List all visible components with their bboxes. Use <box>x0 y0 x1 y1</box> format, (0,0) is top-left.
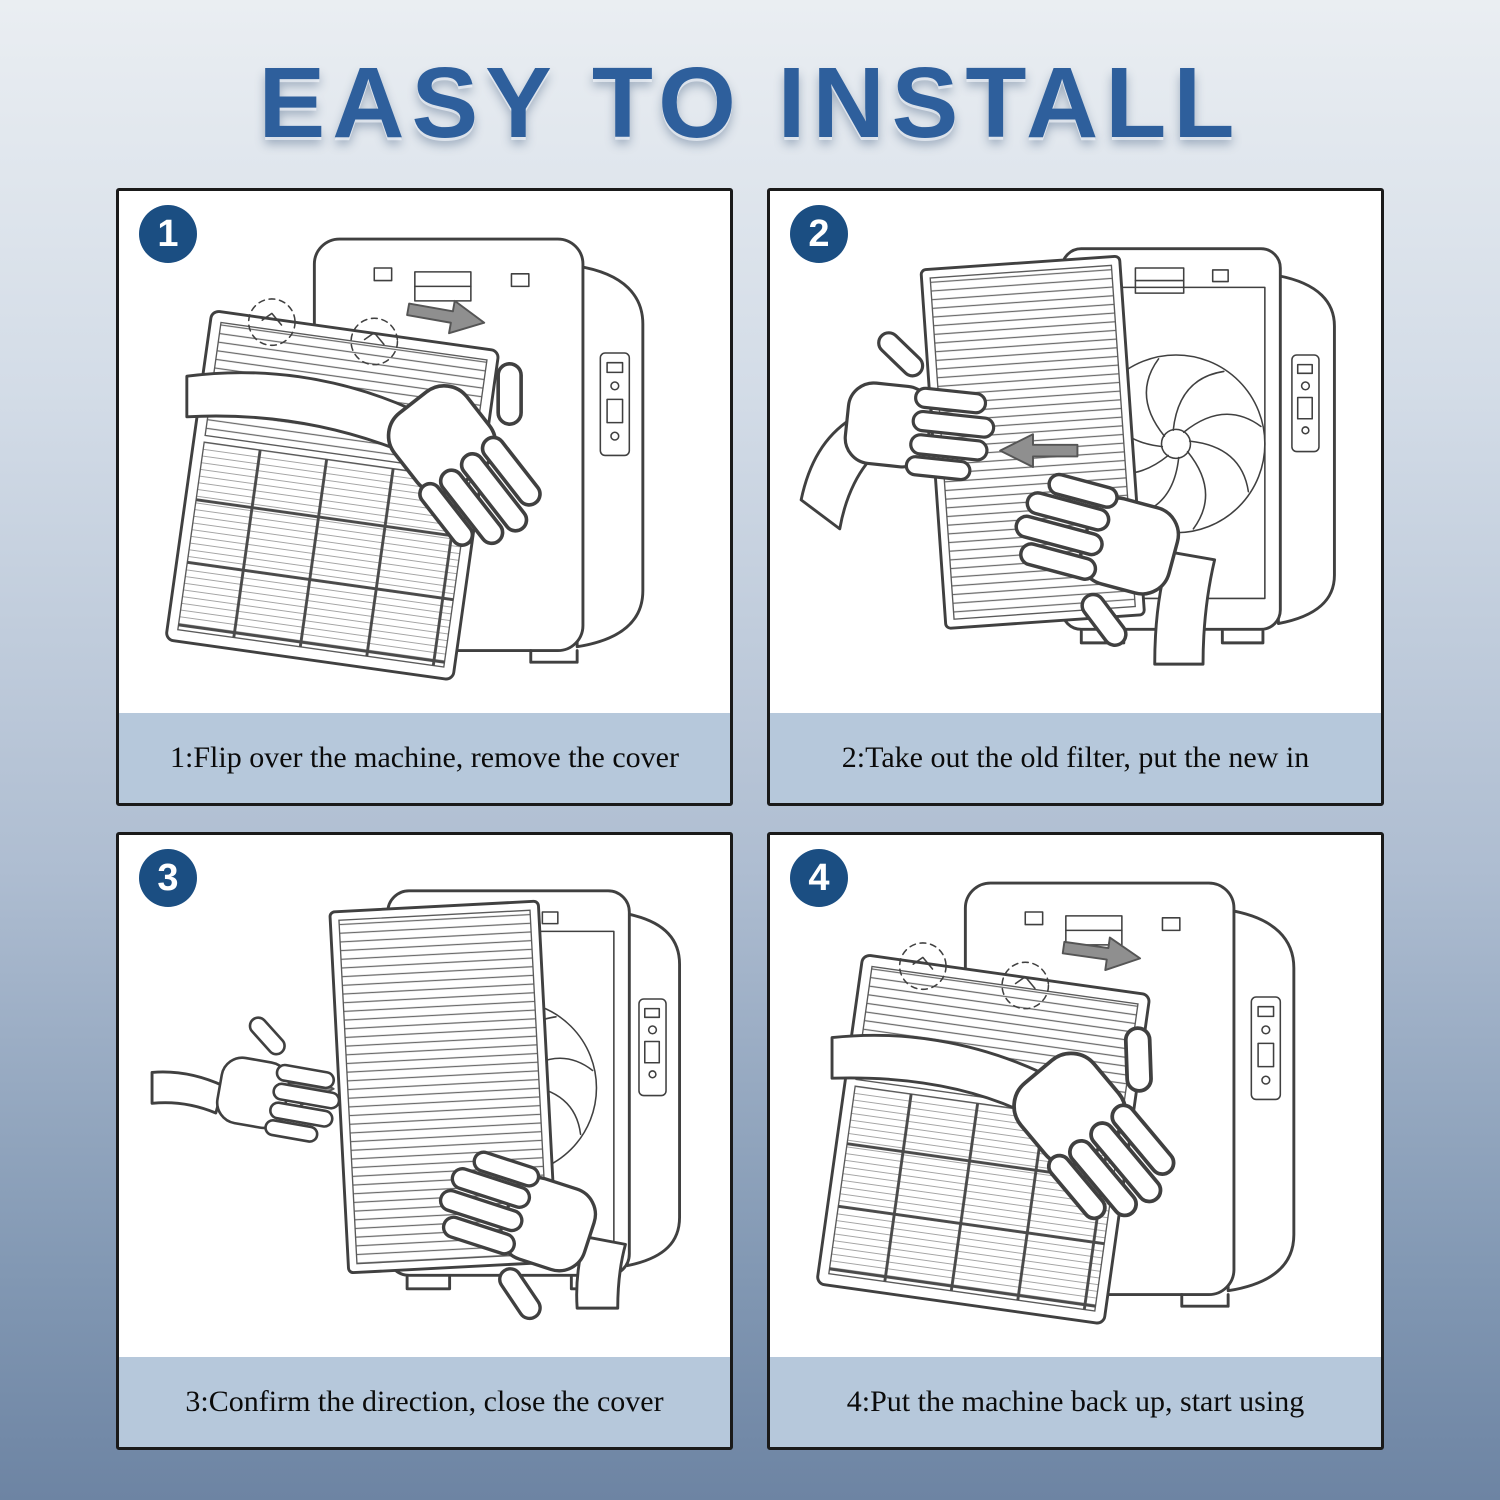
step-illustration <box>119 835 730 1357</box>
arm <box>1153 550 1217 666</box>
step-panel-3: 3 <box>116 832 733 1450</box>
step-caption: 3:Confirm the direction, close the cover <box>119 1357 730 1447</box>
control-panel <box>638 998 667 1097</box>
top-slots <box>373 267 530 302</box>
step-caption: 1:Flip over the machine, remove the cove… <box>119 713 730 803</box>
step-3-illustration <box>150 889 682 1335</box>
step-caption-text: 3:Confirm the direction, close the cover <box>185 1385 664 1418</box>
control-panel <box>1291 354 1320 453</box>
step-caption-text: 1:Flip over the machine, remove the cove… <box>170 741 679 774</box>
control-panel <box>599 352 631 457</box>
step-illustration <box>119 191 730 713</box>
step-number: 4 <box>808 856 830 899</box>
step-number-badge: 3 <box>139 849 197 907</box>
page-title: EASY TO INSTALL <box>258 47 1242 159</box>
step-panel-2: 2 <box>767 188 1384 806</box>
top-slots <box>1024 911 1181 946</box>
control-panel <box>1250 996 1282 1101</box>
step-number-badge: 2 <box>790 205 848 263</box>
latch-highlight-icon <box>898 942 1050 1010</box>
arm <box>150 1070 225 1115</box>
steps-grid: 1 <box>116 188 1384 1450</box>
step-number: 2 <box>808 212 830 255</box>
arm <box>575 1235 627 1310</box>
step-panel-1: 1 <box>116 188 733 806</box>
step-2-illustration <box>799 247 1336 666</box>
step-1-illustration <box>165 237 645 681</box>
hand-illustration <box>211 1008 353 1147</box>
step-4-illustration <box>816 881 1296 1325</box>
step-caption: 2:Take out the old filter, put the new i… <box>770 713 1381 803</box>
step-caption-text: 4:Put the machine back up, start using <box>846 1385 1305 1418</box>
step-number-badge: 4 <box>790 849 848 907</box>
step-illustration <box>770 191 1381 713</box>
step-number-badge: 1 <box>139 205 197 263</box>
step-panel-4: 4 <box>767 832 1384 1450</box>
step-number: 3 <box>157 856 179 899</box>
step-caption-text: 2:Take out the old filter, put the new i… <box>841 741 1310 774</box>
step-caption: 4:Put the machine back up, start using <box>770 1357 1381 1447</box>
step-illustration <box>770 835 1381 1357</box>
latch-highlight-icon <box>247 298 399 366</box>
step-number: 1 <box>157 212 179 255</box>
